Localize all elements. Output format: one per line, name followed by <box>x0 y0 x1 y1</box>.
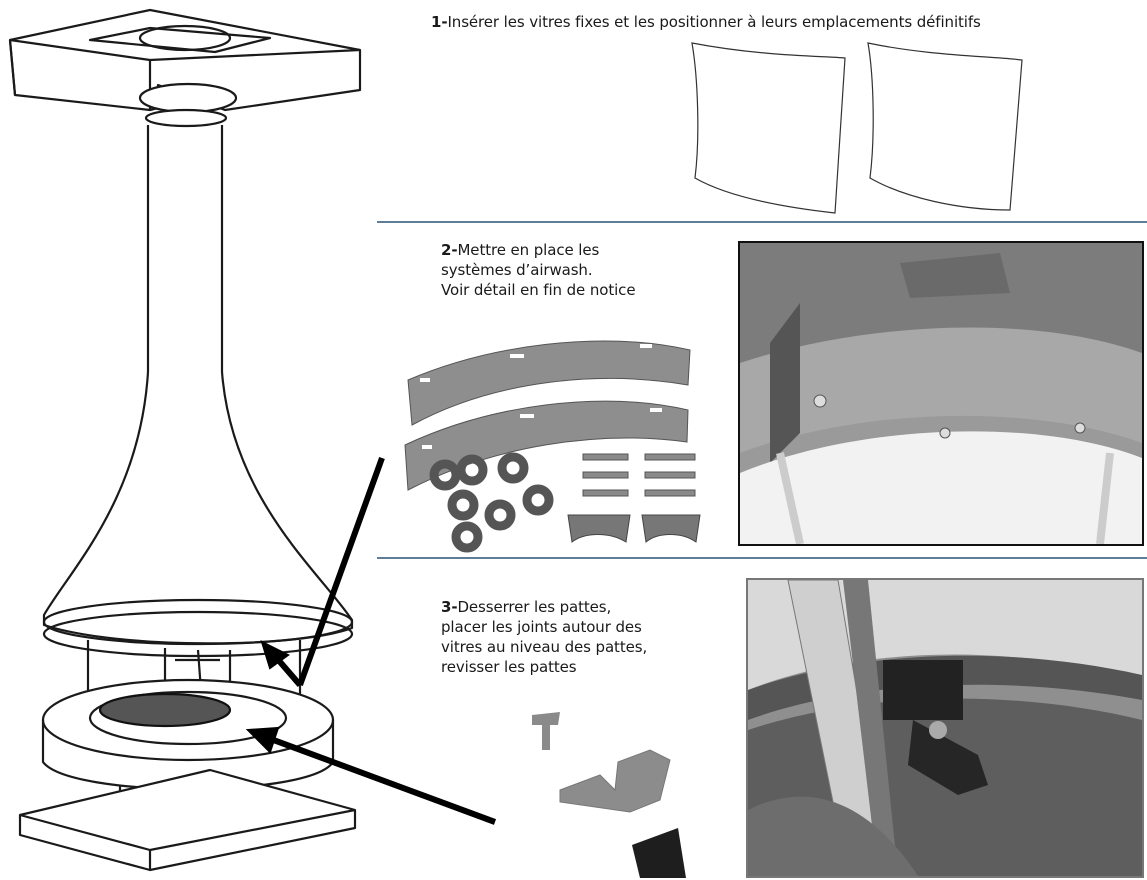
step-3-number: 3- <box>441 598 458 616</box>
step-3-line-1: Desserrer les pattes, <box>457 598 612 616</box>
step-2-text: 2-Mettre en place les systèmes d’airwash… <box>441 240 731 300</box>
bracket-installation-photo <box>746 578 1144 878</box>
step-2-number: 2- <box>441 241 458 259</box>
step-3-text: 3-Desserrer les pattes, placer les joint… <box>441 597 731 677</box>
step-2-line-3: Voir détail en fin de notice <box>441 281 636 299</box>
step-1-text: 1-Insérer les vitres fixes et les positi… <box>431 12 1141 32</box>
separator-2 <box>377 557 1147 559</box>
step-2-line-1: Mettre en place les <box>457 241 600 259</box>
fireplace-drawing <box>8 8 497 872</box>
bracket-parts <box>532 712 686 878</box>
step-3-line-3: vitres au niveau des pattes, <box>441 638 648 656</box>
step-1-label: Insérer les vitres fixes et les position… <box>447 13 981 31</box>
separator-1 <box>377 221 1147 223</box>
airwash-kit-parts <box>404 340 701 553</box>
airwash-installation-photo <box>738 241 1144 546</box>
fixed-glass-panes <box>691 42 1023 214</box>
step-2-line-2: systèmes d’airwash. <box>441 261 593 279</box>
step-1-number: 1- <box>431 13 448 31</box>
step-3-line-2: placer les joints autour des <box>441 618 642 636</box>
step-3-line-4: revisser les pattes <box>441 658 577 676</box>
